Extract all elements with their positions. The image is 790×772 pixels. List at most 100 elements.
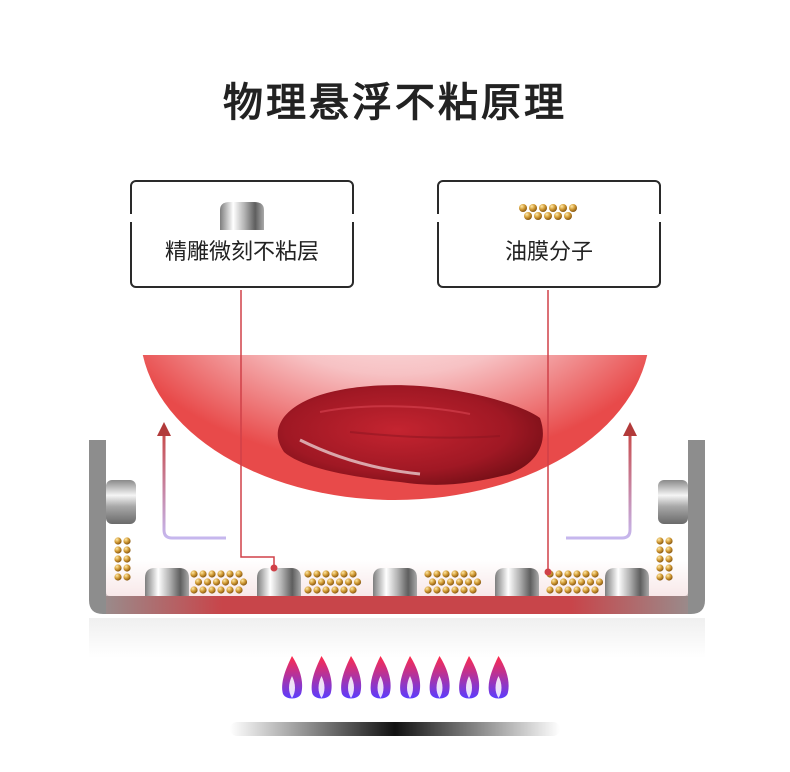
wall-bump-right bbox=[658, 480, 688, 524]
oil-molecule bbox=[217, 570, 224, 577]
oil-molecule bbox=[442, 586, 449, 593]
oil-molecule bbox=[573, 586, 580, 593]
oil-molecule bbox=[226, 570, 233, 577]
oil-molecule bbox=[318, 578, 325, 585]
oil-molecule bbox=[564, 570, 571, 577]
oil-molecule bbox=[451, 586, 458, 593]
oil-molecule bbox=[199, 586, 206, 593]
oil-molecule bbox=[665, 573, 672, 580]
oil-molecule bbox=[665, 537, 672, 544]
oil-molecule bbox=[340, 586, 347, 593]
oil-molecule bbox=[349, 570, 356, 577]
callout-label-oil: 油膜分子 bbox=[439, 234, 659, 266]
oil-molecule bbox=[190, 570, 197, 577]
oil-molecule bbox=[656, 546, 663, 553]
oil-molecule bbox=[304, 570, 311, 577]
oil-molecule bbox=[551, 578, 558, 585]
oil-molecule bbox=[309, 578, 316, 585]
oil-molecule bbox=[114, 546, 121, 553]
oil-molecule bbox=[582, 570, 589, 577]
oil-molecule bbox=[226, 586, 233, 593]
oil-molecule bbox=[354, 578, 361, 585]
oil-molecule bbox=[656, 573, 663, 580]
oil-molecule bbox=[114, 564, 121, 571]
oil-molecule bbox=[235, 570, 242, 577]
oil-molecule bbox=[555, 586, 562, 593]
oil-molecule bbox=[331, 570, 338, 577]
oil-molecule bbox=[304, 586, 311, 593]
oil-molecule bbox=[578, 578, 585, 585]
oil-molecule bbox=[123, 546, 130, 553]
oil-molecule bbox=[582, 586, 589, 593]
oil-molecule bbox=[199, 570, 206, 577]
steel-bump bbox=[257, 568, 301, 596]
steel-bump-icon bbox=[218, 200, 266, 230]
oil-molecule bbox=[331, 586, 338, 593]
oil-molecule bbox=[591, 570, 598, 577]
oil-molecule bbox=[208, 570, 215, 577]
oil-molecule bbox=[474, 578, 481, 585]
steel-bump bbox=[605, 568, 649, 596]
oil-molecule bbox=[656, 564, 663, 571]
oil-molecule bbox=[429, 578, 436, 585]
oil-molecule bbox=[349, 586, 356, 593]
oil-molecule bbox=[313, 586, 320, 593]
oil-molecule bbox=[327, 578, 334, 585]
oil-molecule bbox=[336, 578, 343, 585]
oil-molecule-cluster-icon bbox=[515, 202, 585, 232]
oil-molecule bbox=[596, 578, 603, 585]
oil-molecule bbox=[322, 586, 329, 593]
oil-molecule bbox=[240, 578, 247, 585]
burner-shadow bbox=[230, 722, 560, 736]
oil-molecule bbox=[235, 586, 242, 593]
oil-molecule bbox=[591, 586, 598, 593]
callout-texture-layer: 精雕微刻不粘层 bbox=[130, 180, 354, 288]
oil-molecule bbox=[587, 578, 594, 585]
oil-molecule bbox=[190, 586, 197, 593]
steel-bump bbox=[495, 568, 539, 596]
oil-molecule bbox=[460, 586, 467, 593]
oil-molecule bbox=[204, 578, 211, 585]
pan-reflection bbox=[89, 618, 705, 658]
oil-molecule bbox=[469, 570, 476, 577]
oil-molecule bbox=[433, 570, 440, 577]
oil-molecule bbox=[123, 555, 130, 562]
oil-molecule bbox=[424, 586, 431, 593]
oil-molecule bbox=[123, 564, 130, 571]
oil-molecule bbox=[656, 555, 663, 562]
oil-molecule bbox=[451, 570, 458, 577]
oil-molecule bbox=[442, 570, 449, 577]
oil-molecule bbox=[665, 564, 672, 571]
oil-molecule bbox=[555, 570, 562, 577]
oil-molecule bbox=[114, 537, 121, 544]
oil-molecule bbox=[656, 537, 663, 544]
oil-molecule bbox=[460, 570, 467, 577]
oil-molecule bbox=[438, 578, 445, 585]
oil-molecule bbox=[564, 586, 571, 593]
oil-molecule bbox=[195, 578, 202, 585]
oil-molecule bbox=[469, 586, 476, 593]
oil-molecule bbox=[322, 570, 329, 577]
oil-molecule bbox=[573, 570, 580, 577]
oil-molecule bbox=[217, 586, 224, 593]
oil-molecule bbox=[665, 546, 672, 553]
oil-molecule bbox=[313, 570, 320, 577]
oil-molecule bbox=[433, 586, 440, 593]
oil-molecule bbox=[546, 586, 553, 593]
wall-bump-left bbox=[106, 480, 136, 524]
oil-molecule bbox=[424, 570, 431, 577]
oil-molecule bbox=[345, 578, 352, 585]
oil-molecule bbox=[231, 578, 238, 585]
callout-label-texture: 精雕微刻不粘层 bbox=[132, 234, 352, 266]
oil-molecule bbox=[123, 537, 130, 544]
oil-molecule bbox=[114, 573, 121, 580]
oil-molecule bbox=[665, 555, 672, 562]
oil-molecule bbox=[569, 578, 576, 585]
oil-molecule bbox=[465, 578, 472, 585]
callout-oil-molecules: 油膜分子 bbox=[437, 180, 661, 288]
oil-molecule bbox=[340, 570, 347, 577]
oil-molecule bbox=[456, 578, 463, 585]
steel-bump bbox=[145, 568, 189, 596]
oil-molecule bbox=[560, 578, 567, 585]
burner-flames bbox=[282, 656, 509, 699]
